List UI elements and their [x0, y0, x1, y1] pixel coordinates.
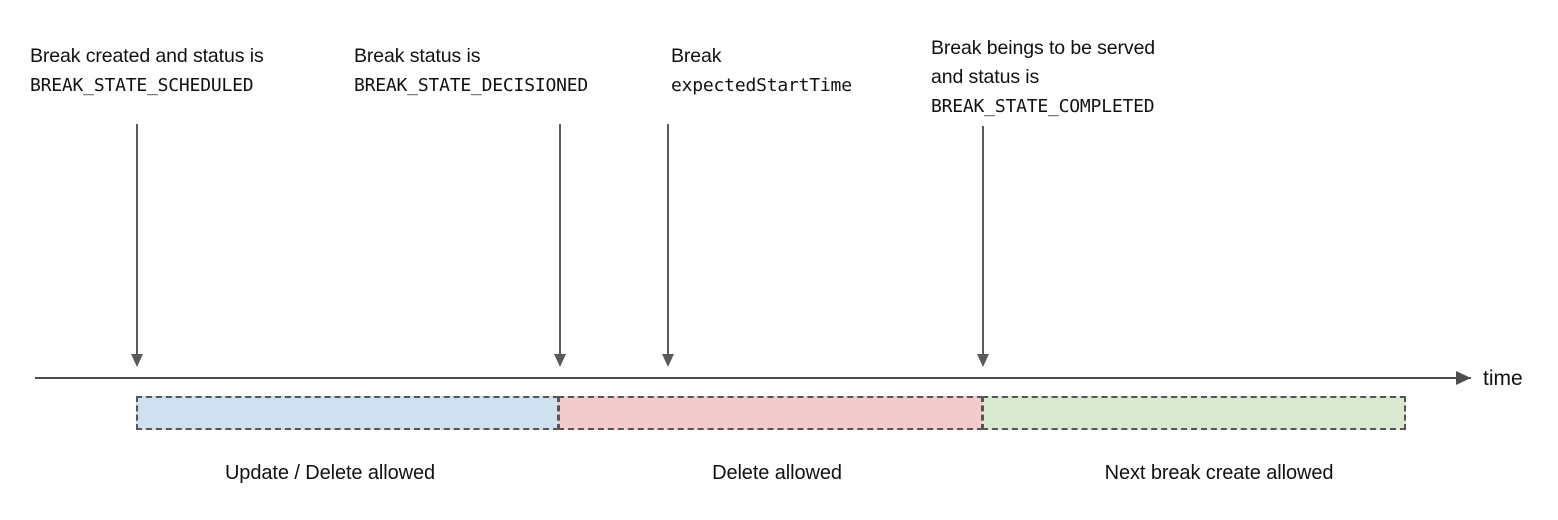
annotation-expected-start-time: Break expectedStartTime	[671, 42, 852, 100]
arrow-shaft	[667, 124, 669, 354]
pointer-arrow-completed	[977, 126, 990, 367]
annotation-expected-start-line-2: expectedStartTime	[671, 75, 852, 96]
arrow-shaft	[136, 124, 138, 354]
arrow-head	[977, 354, 989, 367]
arrow-shaft	[982, 126, 984, 354]
caption-update-delete-allowed: Update / Delete allowed	[224, 462, 436, 484]
phase-bar-next-break-create-allowed	[982, 396, 1406, 430]
time-axis-line	[35, 377, 1471, 379]
time-axis-arrow-head	[1456, 371, 1471, 385]
annotation-decisioned-line-2: BREAK_STATE_DECISIONED	[354, 75, 589, 96]
annotation-expected-start-line-1: Break	[671, 45, 722, 67]
time-axis-label: time	[1483, 367, 1523, 390]
phase-bar-delete-allowed	[558, 396, 983, 430]
annotation-decisioned-line-1: Break status is	[354, 45, 481, 67]
pointer-arrow-scheduled	[131, 124, 144, 367]
phase-bar-update-delete-allowed	[136, 396, 559, 430]
annotation-scheduled-line-1: Break created and status is	[30, 45, 264, 67]
annotation-completed-line-3: BREAK_STATE_COMPLETED	[931, 96, 1155, 117]
arrow-head	[554, 354, 566, 367]
caption-next-break-create-allowed: Next break create allowed	[1104, 462, 1334, 484]
caption-delete-allowed: Delete allowed	[712, 462, 842, 484]
pointer-arrow-expected-start-time	[662, 124, 675, 367]
annotation-decisioned: Break status is BREAK_STATE_DECISIONED	[354, 42, 588, 100]
arrow-head	[131, 354, 143, 367]
annotation-scheduled-line-2: BREAK_STATE_SCHEDULED	[30, 75, 254, 96]
annotation-completed: Break beings to be served and status is …	[931, 34, 1155, 121]
pointer-arrow-decisioned	[554, 124, 567, 367]
annotation-completed-line-1: Break beings to be served	[931, 37, 1156, 59]
annotation-completed-line-2: and status is	[931, 66, 1040, 88]
arrow-shaft	[559, 124, 561, 354]
arrow-head	[662, 354, 674, 367]
annotation-scheduled: Break created and status is BREAK_STATE_…	[30, 42, 264, 100]
